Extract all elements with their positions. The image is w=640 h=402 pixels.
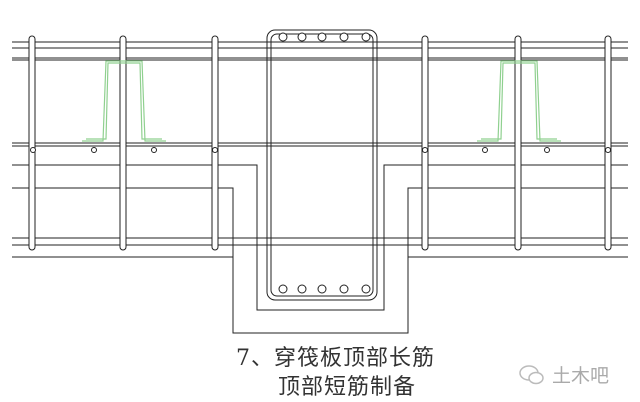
vertical-tie-bar [421,35,429,251]
column-rebar-bottom [361,284,371,294]
caption-line-1: 7、穿筏板顶部长筋 [236,346,435,371]
watermark-text: 土木吧 [552,365,610,387]
short-bar-right-inner [481,62,557,140]
rebar-section [482,147,488,153]
rebar-section [212,147,218,153]
vertical-tie-bar [28,35,36,251]
watermark: 土木吧 [518,361,609,388]
short-bar-left [82,60,166,142]
column-rebar-top [361,32,371,42]
wechat-icon [519,364,544,384]
rebar-section [30,147,36,153]
rebar-section [544,147,550,153]
column-rebar-top [339,32,349,42]
bent-bar-outer [12,187,628,334]
column-rebar-bottom [339,284,349,294]
caption-line-2: 顶部短筋制备 [278,375,417,400]
rebar-section [605,147,611,153]
column-rebar-top [297,32,307,42]
short-bar-right [477,60,561,142]
rebar-section [422,147,428,153]
column-rebar-top [278,32,288,42]
vertical-tie-bar [604,35,612,251]
column-stirrup-outer [266,29,378,301]
vertical-tie-bar [514,35,522,251]
column-rebar-top [317,32,327,42]
column-stirrup-inner [270,33,374,297]
short-bar-left-inner [86,62,162,140]
column-rebar-bottom [297,284,307,294]
rebar-section [91,147,97,153]
column-rebar-bottom [317,284,327,294]
vertical-tie-bar [211,35,219,251]
rebar-section [151,147,157,153]
column-rebar-bottom [278,284,288,294]
vertical-tie-bar [119,35,127,251]
